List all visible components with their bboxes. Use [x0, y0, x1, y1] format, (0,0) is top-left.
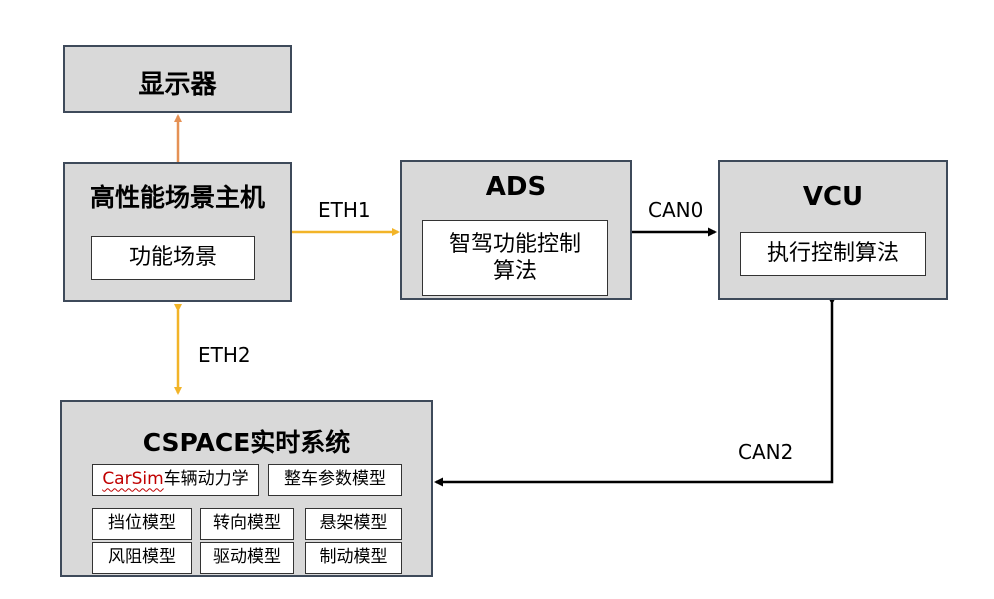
arrow-can2 [434, 296, 837, 487]
display-title: 显示器 [138, 70, 217, 100]
vcu-title: VCU [802, 182, 864, 212]
scene-host-title: 高性能场景主机 [89, 183, 265, 212]
eth1-label: ETH1 [318, 198, 371, 222]
ads-algorithm-module: 智驾功能控制 算法 [422, 220, 608, 296]
steering-module: 转向模型 [200, 508, 294, 540]
vcu-box: VCU 执行控制算法 [718, 160, 948, 300]
carsim-brand: CarSim [102, 469, 164, 490]
vehicle-params-module: 整车参数模型 [268, 464, 402, 496]
vcu-algorithm-module: 执行控制算法 [740, 232, 926, 276]
scene-host-box: 高性能场景主机 功能场景 [63, 162, 292, 302]
ads-title: ADS [485, 172, 547, 202]
wind-resistance-module: 风阻模型 [92, 542, 192, 574]
can0-label: CAN0 [648, 198, 704, 222]
drive-module: 驱动模型 [200, 542, 294, 574]
gear-module: 挡位模型 [92, 508, 192, 540]
brake-module: 制动模型 [305, 542, 402, 574]
cspace-title: CSPACE实时系统 [142, 428, 351, 457]
eth2-label: ETH2 [198, 343, 251, 367]
function-scene-module: 功能场景 [91, 236, 255, 280]
ads-box: ADS 智驾功能控制 算法 [400, 160, 632, 300]
suspension-module: 悬架模型 [305, 508, 402, 540]
carsim-rest: 车辆动力学 [163, 469, 249, 490]
can2-label: CAN2 [738, 440, 794, 464]
display-box: 显示器 [63, 45, 292, 113]
